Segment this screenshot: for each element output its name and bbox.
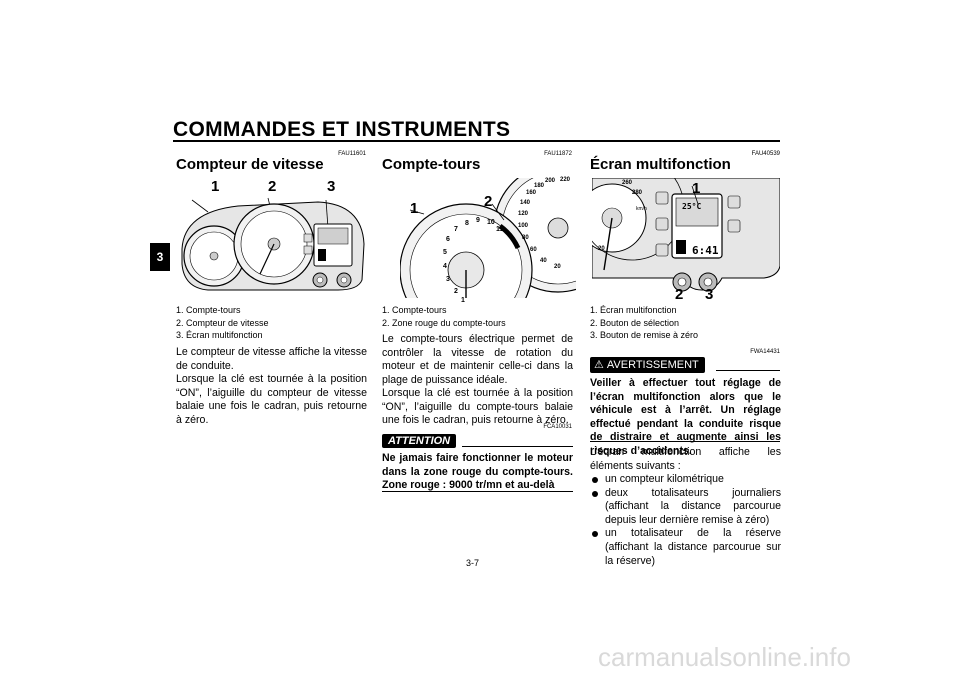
tick-label: 220 bbox=[560, 177, 571, 183]
notice-code: FCA10031 bbox=[543, 424, 572, 430]
tick-label: 140 bbox=[520, 200, 531, 206]
notice-rule bbox=[590, 441, 780, 442]
tick-label: 10 bbox=[487, 219, 495, 226]
watermark: carmanualsonline.info bbox=[598, 642, 851, 672]
notice-rule bbox=[462, 446, 573, 447]
tick-label: 40 bbox=[540, 258, 547, 264]
notice-rule bbox=[382, 491, 573, 492]
figure-callout: 3 bbox=[705, 286, 714, 303]
instrument-cluster-illustration bbox=[181, 197, 365, 291]
tick-label: 9 bbox=[476, 217, 480, 224]
body-paragraph: L’écran multifonction affiche les élémen… bbox=[590, 446, 781, 472]
body-paragraph: Le compteur de vitesse affiche la vitess… bbox=[176, 346, 367, 372]
warning-triangle-icon: ⚠ bbox=[594, 359, 604, 371]
bullet-icon bbox=[592, 531, 598, 538]
body-paragraph: Le compte-tours électrique permet de con… bbox=[382, 333, 573, 386]
body-paragraph: Lorsque la clé est tournée à la position… bbox=[382, 387, 573, 427]
tick-label: 4 bbox=[443, 263, 447, 270]
tick-label: 2 bbox=[454, 288, 458, 295]
tick-label: 80 bbox=[522, 235, 529, 241]
figure-caption: 1. Écran multifonction bbox=[590, 305, 677, 315]
tick-label: 20 bbox=[598, 246, 605, 252]
section-heading-multifunction-display: Écran multifonction bbox=[590, 156, 731, 173]
multifunction-display-illustration bbox=[592, 178, 780, 292]
page-number: 3-7 bbox=[466, 558, 480, 568]
tick-label: 280 bbox=[632, 190, 643, 196]
tachometer-illustration bbox=[400, 178, 576, 298]
figure-caption: 2. Bouton de sélection bbox=[590, 317, 680, 328]
list-item: deux totalisateurs journaliers (affichan… bbox=[590, 487, 781, 528]
tick-label: 5 bbox=[443, 249, 447, 256]
attention-text: Ne jamais faire fonctionner le moteur da… bbox=[382, 452, 573, 492]
figure-callout: 2 bbox=[484, 193, 493, 210]
header-rule bbox=[173, 140, 780, 142]
unit-label: km/h bbox=[636, 206, 647, 212]
warning-text: Veiller à effectuer tout réglage de l’éc… bbox=[590, 377, 781, 457]
list-item: un totalisateur de la réserve (affichant… bbox=[590, 527, 781, 568]
figure-caption: 3. Bouton de remise à zéro bbox=[590, 330, 699, 340]
tick-label: 1 bbox=[461, 297, 465, 304]
figure-caption: 3. Écran multifonction bbox=[176, 330, 263, 340]
tick-label: 260 bbox=[622, 180, 633, 186]
tick-label: 20 bbox=[554, 264, 561, 270]
section-code: FAU11601 bbox=[338, 151, 366, 157]
figure-caption: 2. Zone rouge du compte-tours bbox=[382, 317, 506, 328]
tick-label: 60 bbox=[530, 247, 537, 253]
section-heading-tachometer: Compte-tours bbox=[382, 156, 481, 173]
notice-rule bbox=[716, 370, 780, 371]
bullet-icon bbox=[592, 477, 598, 483]
tick-label: 6 bbox=[446, 236, 450, 243]
figure-callout: 3 bbox=[327, 178, 336, 195]
display-items-list: un compteur kilométrique deux totalisate… bbox=[590, 473, 781, 568]
section-heading-speedometer: Compteur de vitesse bbox=[176, 156, 324, 173]
tick-label: 8 bbox=[465, 220, 469, 227]
attention-label: ATTENTION bbox=[382, 434, 457, 448]
figure-callout: 2 bbox=[675, 286, 684, 303]
tick-label: 180 bbox=[534, 183, 545, 189]
section-code: FAU11872 bbox=[544, 151, 572, 157]
tick-label: 120 bbox=[518, 211, 529, 217]
page-header-title: COMMANDES ET INSTRUMENTS bbox=[173, 118, 511, 141]
chapter-tab: 3 bbox=[150, 243, 170, 271]
tick-label: 3 bbox=[446, 276, 450, 283]
warning-notice-header: ⚠AVERTISSEMENT bbox=[590, 355, 705, 373]
tick-label: 100 bbox=[518, 223, 529, 229]
lcd-temperature: 25°C bbox=[682, 202, 702, 211]
figure-callout: 1 bbox=[692, 180, 701, 197]
warning-label: AVERTISSEMENT bbox=[606, 359, 699, 371]
figure-callout: 1 bbox=[410, 200, 419, 217]
section-code: FAU40539 bbox=[751, 151, 780, 157]
figure-caption: 1. Compte-tours bbox=[382, 305, 447, 315]
figure-callout: 2 bbox=[268, 178, 277, 195]
figure-callout: 1 bbox=[211, 178, 220, 195]
figure-caption: 1. Compte-tours bbox=[176, 305, 241, 315]
list-item: un compteur kilométrique bbox=[590, 473, 781, 487]
notice-code: FWA14431 bbox=[750, 349, 780, 355]
lcd-clock: 6:41 bbox=[692, 244, 719, 257]
bullet-icon bbox=[592, 490, 598, 497]
tick-label: 11 bbox=[496, 226, 504, 233]
body-paragraph: Lorsque la clé est tournée à la position… bbox=[176, 373, 367, 426]
attention-notice-header: ATTENTION bbox=[382, 431, 457, 449]
figure-caption: 2. Compteur de vitesse bbox=[176, 317, 269, 328]
tick-label: 160 bbox=[526, 190, 537, 196]
tick-label: 7 bbox=[454, 226, 458, 233]
tick-label: 200 bbox=[545, 178, 556, 184]
